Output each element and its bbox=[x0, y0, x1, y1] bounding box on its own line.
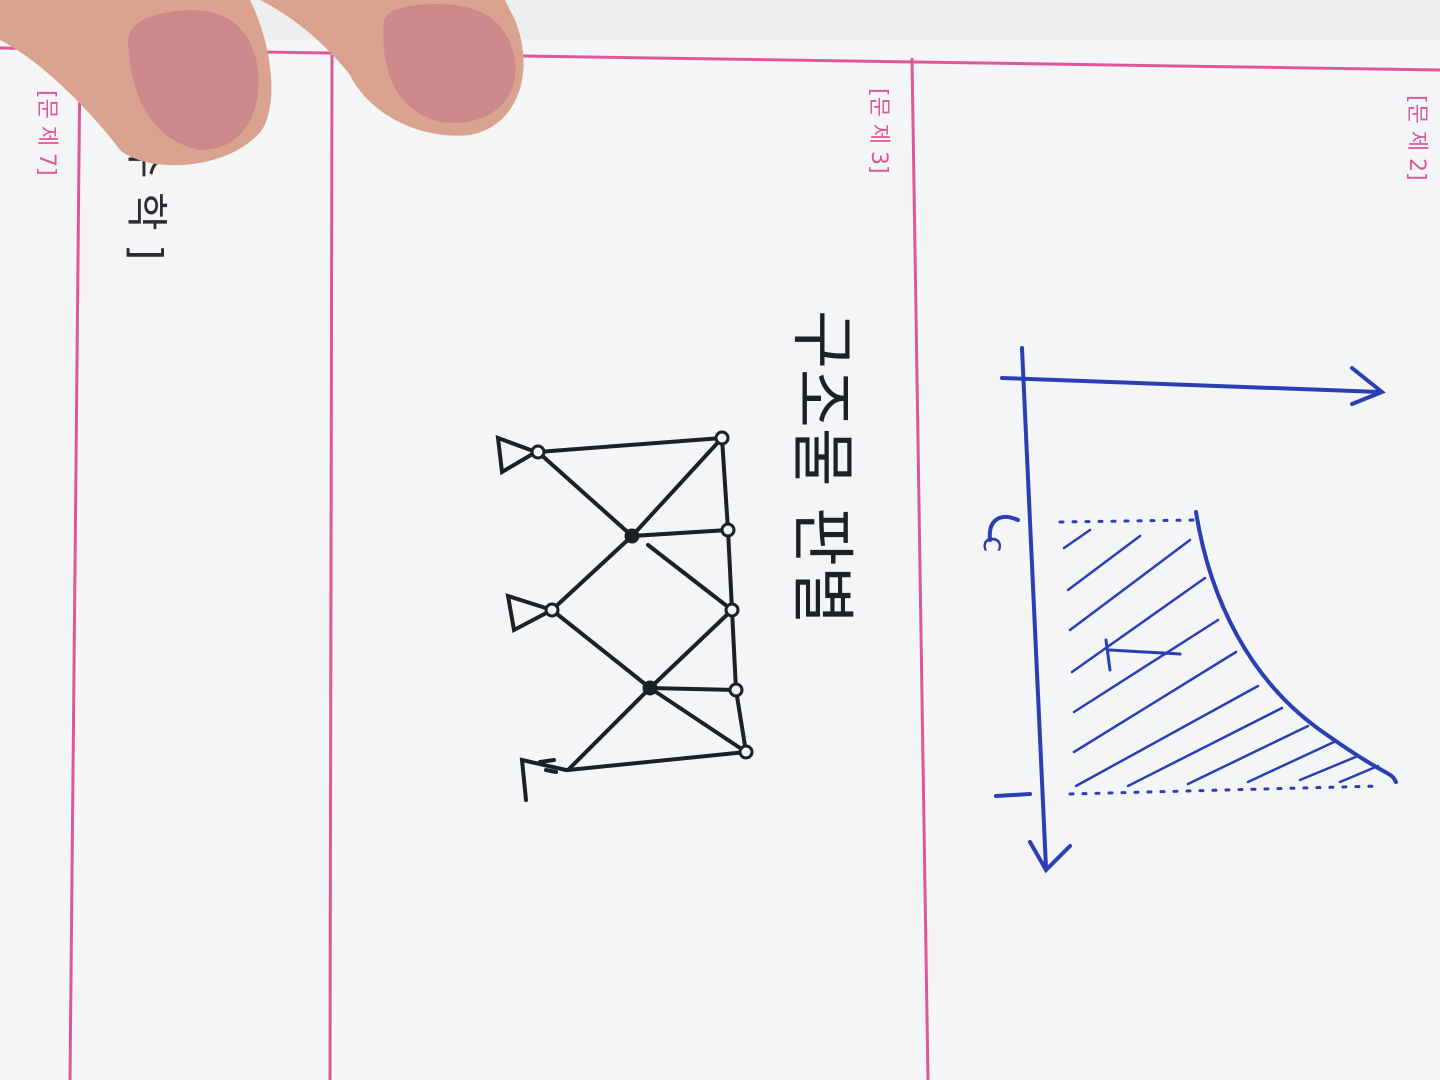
finger-right-nail bbox=[383, 4, 516, 123]
support-triangle-2 bbox=[505, 593, 558, 634]
label-problem-7: [문 제 7] bbox=[34, 90, 59, 176]
support-triangle-1 bbox=[495, 434, 541, 476]
truss-diagonal-9 bbox=[566, 686, 652, 772]
truss-diagonal-7 bbox=[648, 608, 734, 690]
rule-middle-column bbox=[328, 54, 334, 1080]
truss-diagonal-8 bbox=[648, 686, 738, 692]
graph-axis-vertical bbox=[1020, 346, 1048, 870]
truss-joints bbox=[530, 430, 754, 760]
graph-axis-h-arrow bbox=[1350, 366, 1386, 406]
graph-axis-horizontal bbox=[1000, 376, 1382, 394]
joint bbox=[724, 602, 740, 618]
graph-bound-upper bbox=[1058, 518, 1198, 524]
joint bbox=[624, 528, 640, 544]
graph-region-mark-serif bbox=[1104, 638, 1112, 672]
label-problem-3: [문 제 3] bbox=[866, 88, 891, 174]
graph-curve bbox=[1194, 510, 1398, 784]
truss-member-top bbox=[536, 436, 724, 454]
joint bbox=[720, 522, 736, 538]
joint bbox=[738, 744, 754, 760]
truss-member-bottom bbox=[566, 750, 748, 772]
graph-bound-lower bbox=[1068, 784, 1382, 796]
truss-diagonal-4 bbox=[550, 534, 634, 612]
label-problem-2: [문 제 2] bbox=[1404, 95, 1429, 181]
graph-sketch bbox=[987, 346, 1398, 874]
graph-axis-v-arrow bbox=[1028, 840, 1072, 874]
graph-hatching bbox=[1062, 528, 1380, 788]
finger-left-nail bbox=[128, 10, 259, 150]
graph-tick-lower bbox=[994, 792, 1032, 798]
joint bbox=[728, 682, 744, 698]
joint bbox=[544, 602, 560, 618]
graph-region-mark bbox=[1108, 648, 1182, 656]
truss-sketch bbox=[495, 434, 748, 802]
rule-right-column bbox=[910, 57, 930, 1080]
joint bbox=[530, 444, 546, 460]
fingers bbox=[0, 0, 524, 166]
truss-diagonal-2 bbox=[630, 436, 724, 538]
truss-diagonal-10 bbox=[648, 686, 748, 754]
truss-diagonal-6 bbox=[550, 608, 652, 690]
graph-tick-upper bbox=[987, 514, 1020, 542]
graph-label-c: c bbox=[976, 536, 1011, 553]
joint bbox=[642, 680, 658, 696]
handwritten-note: 구조물 판별 bbox=[784, 310, 858, 625]
support-triangle-3 bbox=[519, 757, 568, 802]
rule-left-column bbox=[68, 54, 82, 1080]
truss-diagonal-3 bbox=[630, 528, 730, 538]
truss-diagonal-5 bbox=[646, 543, 734, 612]
joint bbox=[714, 430, 730, 446]
truss-diagonal-1 bbox=[536, 450, 634, 538]
support-roller-mark bbox=[538, 758, 558, 774]
